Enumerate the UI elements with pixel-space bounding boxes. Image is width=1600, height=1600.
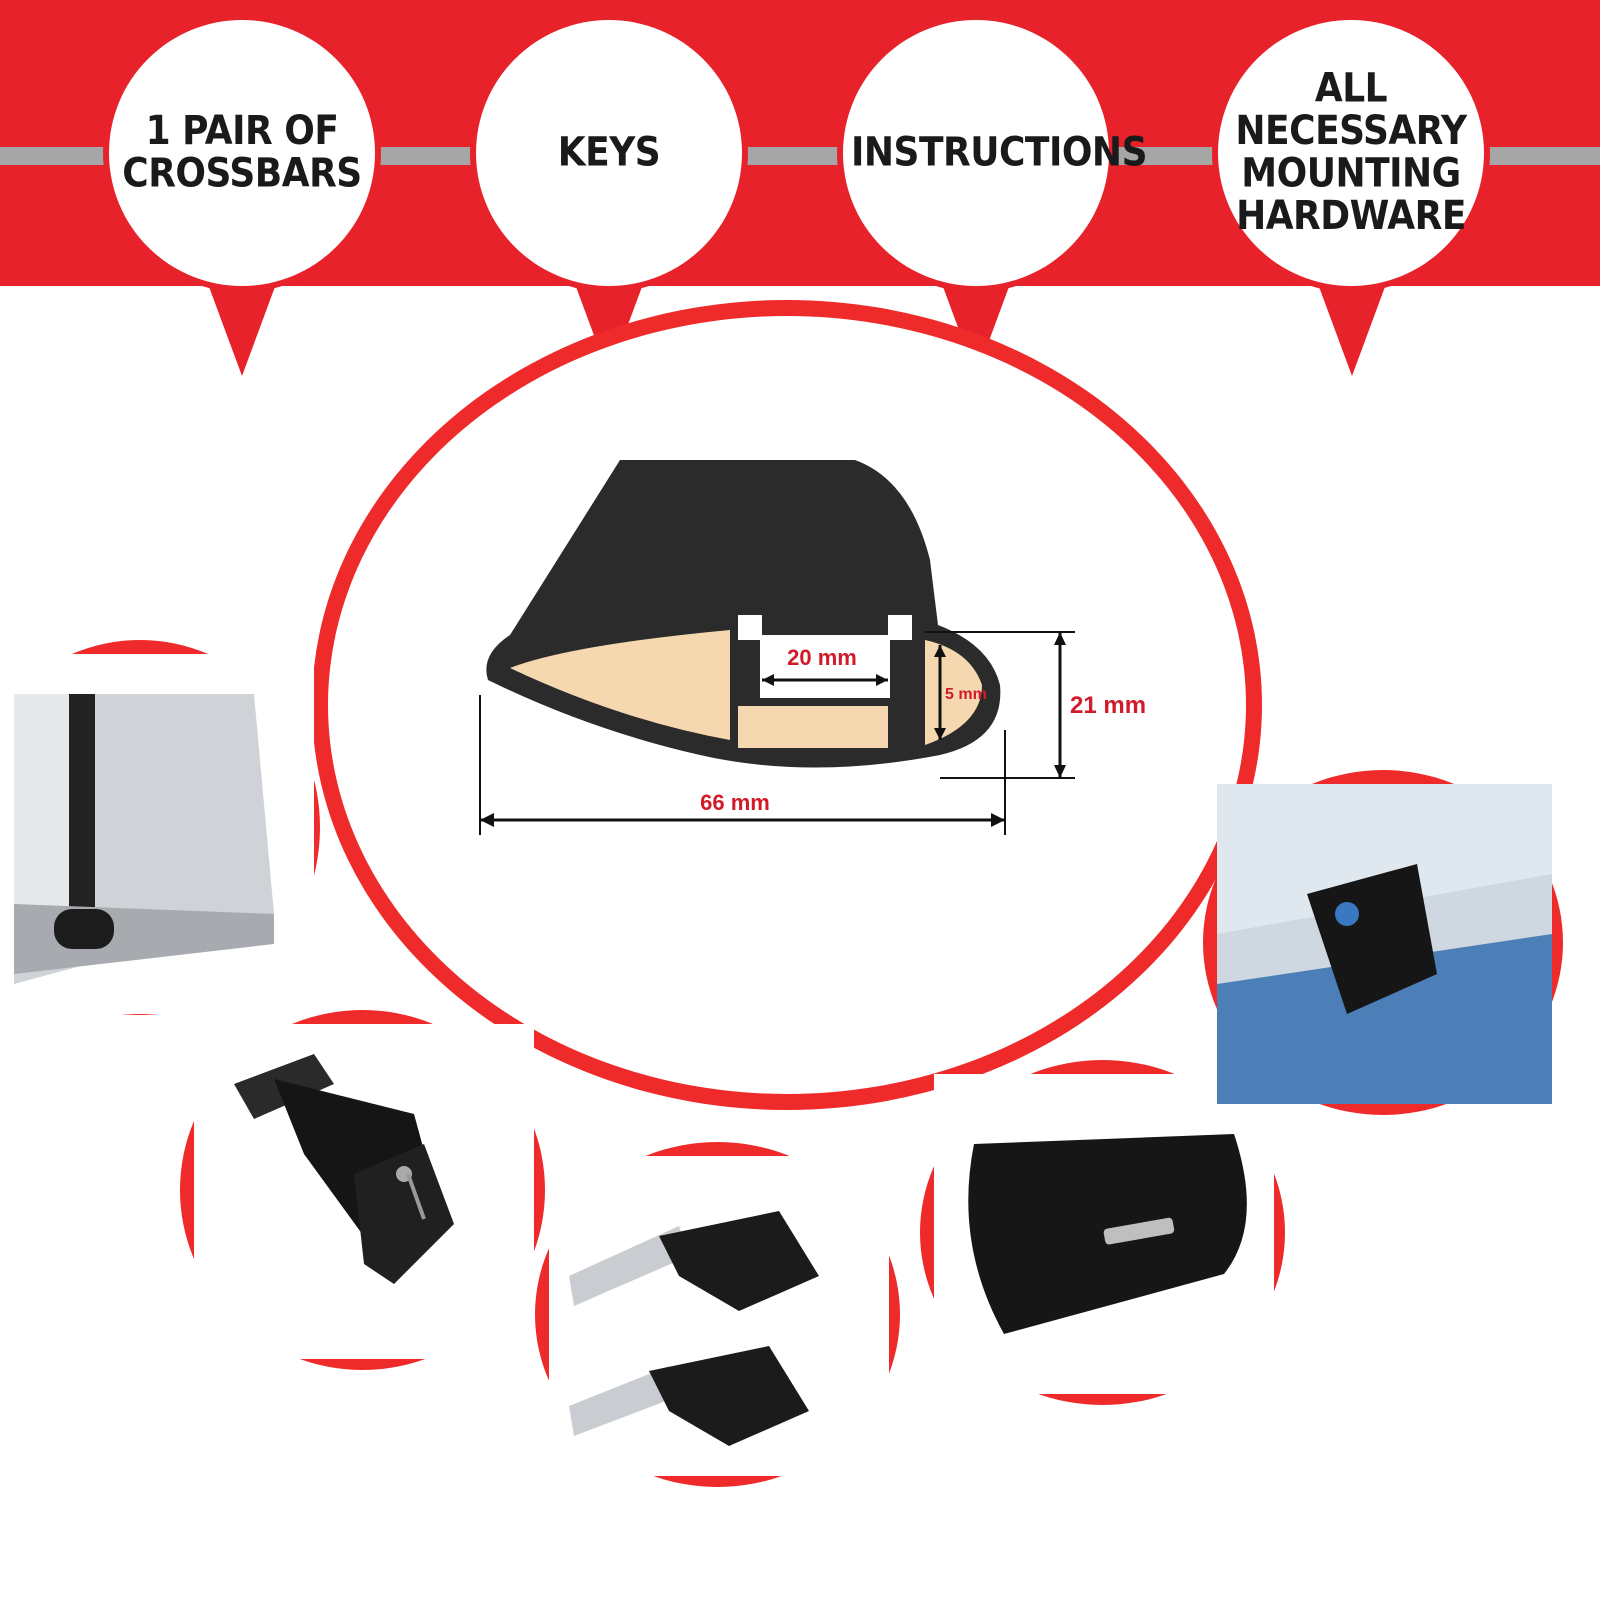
photo-aluminum-bar-profile: [0, 640, 320, 1015]
banner-stripe: [0, 147, 1600, 165]
photo-foot-on-car-roof: [1203, 770, 1563, 1115]
badge-label: 1 PAIR OF CROSSBARS: [122, 108, 362, 197]
dim-arrow: [934, 645, 946, 657]
badge-label: INSTRUCTIONS: [851, 129, 1148, 176]
badge-label: ALL NECESSARY MOUNTING HARDWARE: [1235, 65, 1467, 240]
dim-arrow: [1054, 632, 1066, 645]
dim-arrow: [762, 674, 774, 686]
dim-label-slot-width: 20 mm: [787, 645, 857, 670]
profile-cross-section-diagram: 20 mm 5 mm 21 mm 66 mm: [479, 460, 1146, 835]
dim-label-slot-depth: 5 mm: [945, 686, 987, 703]
dim-arrow: [480, 813, 494, 827]
badge-crossbars: 1 PAIR OF CROSSBARS: [109, 20, 375, 286]
badge-label: KEYS: [557, 129, 661, 176]
photo-black-bar-with-bolt: [920, 1060, 1285, 1405]
badge-instructions: INSTRUCTIONS: [843, 20, 1148, 286]
dim-label-width: 66 mm: [700, 790, 770, 815]
photo-silver-bars-with-feet: [535, 1142, 900, 1487]
dim-arrow: [1054, 765, 1066, 778]
photo-black-foot-with-key: [180, 1010, 545, 1370]
profile-core-middle: [738, 706, 888, 748]
dim-arrow: [991, 813, 1005, 827]
profile-core-left: [510, 630, 730, 740]
badge-keys: KEYS: [476, 20, 742, 286]
profile-slot: [738, 615, 912, 698]
dim-label-height: 21 mm: [1070, 692, 1146, 719]
dim-arrow: [934, 728, 946, 740]
badge-hardware: ALL NECESSARY MOUNTING HARDWARE: [1218, 20, 1484, 286]
dim-arrow: [876, 674, 888, 686]
